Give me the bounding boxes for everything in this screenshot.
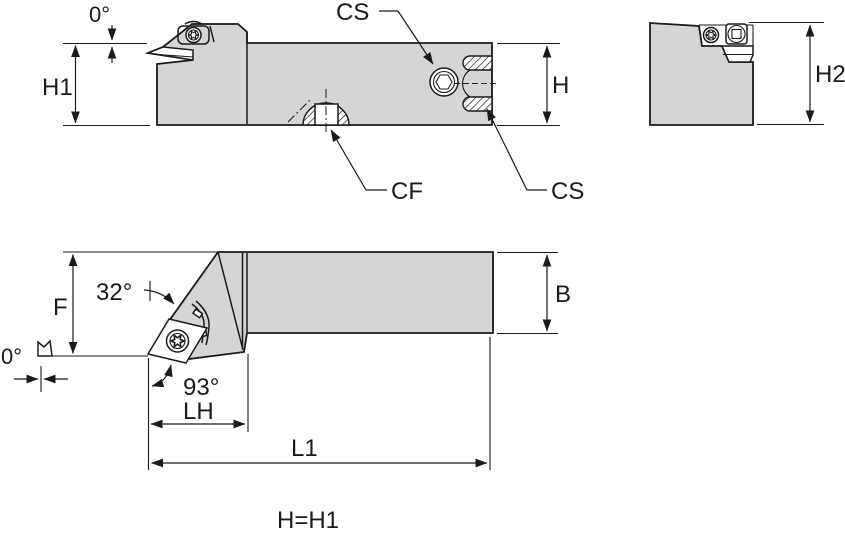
- dim-h1: H1: [42, 44, 150, 127]
- label-cs-bottom: CS: [551, 178, 584, 205]
- coolant-port-end: [454, 55, 499, 112]
- label-lh: LH: [183, 398, 214, 425]
- label-angle-32: 32°: [96, 279, 132, 306]
- label-l1: L1: [291, 435, 318, 462]
- leader-cs-bottom: CS: [486, 108, 584, 205]
- insert-side-view: [145, 46, 194, 61]
- label-b: B: [555, 281, 571, 308]
- screw-bump: [184, 20, 203, 25]
- insert-edge-line: [150, 53, 194, 58]
- label-angle-zero-top: 0°: [89, 2, 110, 27]
- label-angle-93: 93°: [183, 374, 219, 401]
- end-view: H2: [649, 21, 845, 126]
- clamp-body: [177, 25, 210, 45]
- insert-top-view: [146, 318, 209, 364]
- dim-f: F: [38, 251, 218, 357]
- top-view-body: [168, 251, 494, 361]
- dim-lh: LH: [147, 354, 249, 470]
- label-cf: CF: [391, 178, 423, 205]
- label-h: H: [552, 72, 569, 99]
- dim-h2: H2: [749, 21, 845, 126]
- clamp-front-edge: [209, 25, 215, 43]
- leader-cs-top: CS: [336, 0, 434, 65]
- dim-l1: L1: [150, 337, 491, 470]
- label-f: F: [53, 294, 68, 321]
- workpiece-symbol: [37, 339, 53, 357]
- clamp-inner-edge: [217, 251, 244, 351]
- label-cs-top: CS: [336, 0, 369, 26]
- end-view-torx-screw-icon: [702, 26, 720, 44]
- clamp-screw-icon: [185, 26, 202, 44]
- end-view-clamp-screw-icon: [725, 23, 748, 45]
- label-angle-zero-side: 0°: [1, 344, 22, 369]
- end-view-insert: [720, 45, 754, 63]
- label-h2: H2: [815, 61, 845, 88]
- coolant-port-front: [287, 89, 350, 132]
- leader-cf: CF: [330, 129, 423, 205]
- label-h1: H1: [42, 74, 73, 101]
- hex-socket-screw-icon: [429, 67, 459, 97]
- dim-h: H: [497, 42, 569, 127]
- top-view: F 0° 32° 93° LH: [1, 251, 571, 470]
- dim-angle-32: 32°: [96, 279, 175, 306]
- dim-angle-93: 93°: [151, 364, 219, 401]
- dim-b: B: [497, 251, 571, 335]
- dim-angle-zero-side: 0°: [1, 339, 68, 392]
- dim-angle-zero-top: 0°: [63, 2, 147, 63]
- drawing-note: H=H1: [277, 507, 339, 533]
- side-view: 0° H1 H CS CF CS: [42, 0, 584, 205]
